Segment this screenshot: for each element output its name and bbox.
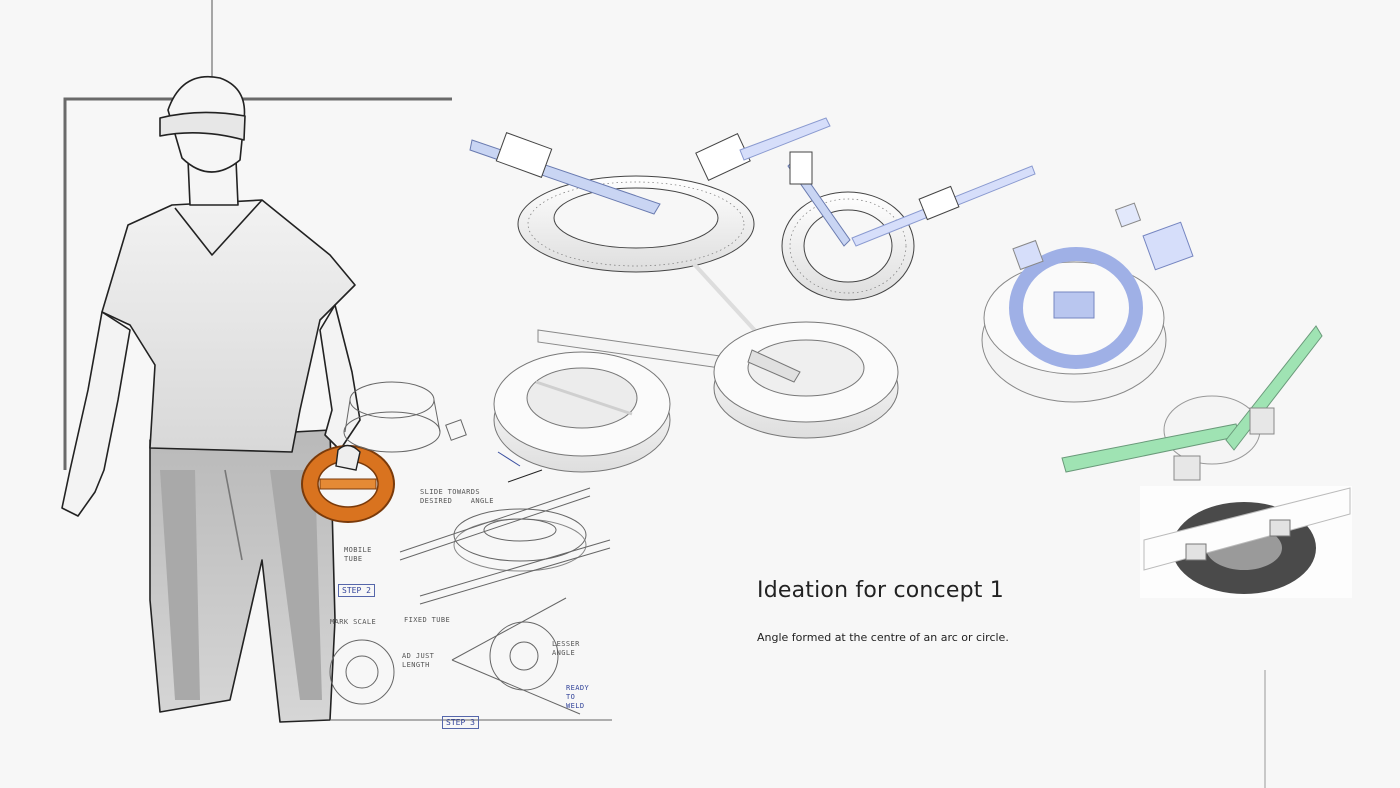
note-ready-to-weld: READY TO WELD [566,684,590,710]
note-mobile-tube: MOBILE TUBE [344,546,372,563]
man-figure [61,76,361,723]
pencil-sketches [329,381,612,721]
step-2-label: STEP 2 [338,584,375,597]
protractor-render-large [469,117,831,338]
orange-protractor [301,444,395,523]
dark-disc-render [1140,486,1352,598]
note-fixed-tube: FIXED TUBE [404,616,451,624]
caption-title: Ideation for concept 1 [757,578,1004,603]
note-slide-towards-angle: SLIDE TOWARDS DESIRED ANGLE [420,488,494,505]
step-3-label: STEP 3 [442,716,479,729]
note-mark-scale: MARK SCALE [330,618,377,626]
blue-ring-render [981,202,1194,403]
note-adjust-length: AD JUST LENGTH [402,652,435,669]
disc-renders [493,321,899,473]
note-lesser-angle: LESSER ANGLE [552,640,580,657]
protractor-render-small [781,151,1036,301]
frame-lines [63,0,1266,788]
green-tube-render [1061,325,1323,481]
concept-caption: Ideation for concept 1 Angle formed at t… [757,578,1197,644]
caption-subtitle: Angle formed at the centre of an arc or … [757,631,1009,644]
